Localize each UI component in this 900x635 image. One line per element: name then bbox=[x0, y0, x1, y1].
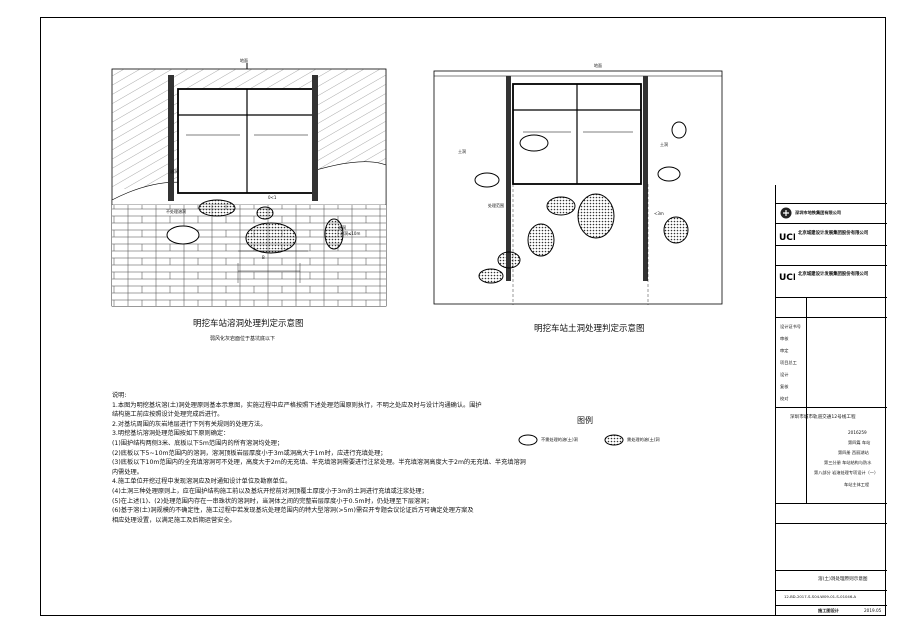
notes-line: (6)基于溶(土)洞规模的不确定性，施工过程中若发现基坑处理范围内的特大型溶洞(… bbox=[112, 507, 474, 515]
drawing-name: 溶(土)洞处理原则示意图 bbox=[818, 577, 868, 582]
part-name: 第四册 西丽湖站 bbox=[838, 450, 869, 455]
design-stage: 施工图设计 bbox=[818, 608, 839, 613]
right-label-l3: 处理范围 bbox=[488, 203, 504, 208]
notes-line: 相应处理设置，以满足施工及后期运营安全。 bbox=[112, 516, 236, 524]
field-label: 复核 bbox=[780, 384, 789, 389]
date-code: 2016259 bbox=[848, 430, 867, 435]
left-section-diagram bbox=[111, 63, 387, 307]
drawing-date: 2019.05 bbox=[864, 608, 882, 613]
notes-line: (3)底板以下10m范围内的全充填溶洞可不处理，高度大于2m的无充填、半充填溶洞… bbox=[112, 459, 526, 467]
drawing-number: 12-BD-2017-S-S04-W09-01-S-01046-A bbox=[784, 594, 857, 599]
title-block: 深圳市地铁集团有限公司 UCD 北京城建设计发展集团股份有限公司 UCD 北京城… bbox=[775, 185, 887, 616]
notes-line: 4.施工单位开挖过程中发现溶洞应及时通知设计单位及勘察单位。 bbox=[112, 478, 292, 486]
notes-line: (5)在上述(1)、(2)处理范围内存在一串珠状的溶洞时，当洞体之间的完整岩层厚… bbox=[112, 497, 433, 505]
left-label-d: 0<1 bbox=[268, 195, 277, 200]
project-name: 深圳市城市轨道交通12号线工程 bbox=[790, 415, 856, 420]
field-label: 审核 bbox=[780, 336, 789, 341]
right-ground-label: 地面 bbox=[594, 63, 602, 68]
left-drawing-subtitle: 弱风化灰岩面位于基坑底以下 bbox=[210, 336, 276, 342]
left-drawing-title: 明挖车站溶洞处理判定示意图 bbox=[193, 319, 304, 329]
notes-line: 内需处理。 bbox=[112, 468, 143, 476]
field-label: 设计证书号 bbox=[780, 324, 801, 329]
left-label-cave: 不处理溶洞 bbox=[166, 209, 186, 214]
field-label: 审定 bbox=[780, 348, 789, 353]
legend-item-1: 不需处理的溶(土)洞 bbox=[541, 437, 578, 442]
ucd-logo-icon: UCD bbox=[779, 233, 795, 241]
drawing-frame bbox=[40, 17, 886, 616]
section-name: 第四篇 车站 bbox=[848, 440, 871, 445]
right-label-r2: <3m bbox=[654, 211, 664, 216]
notes-line: 结构施工前应按照设计处理完成后进行。 bbox=[112, 411, 224, 419]
designer-company: 北京城建设计发展集团股份有限公司 bbox=[798, 231, 869, 236]
right-section-diagram bbox=[433, 70, 723, 305]
left-ground-label: 地面 bbox=[240, 58, 248, 63]
field-label: 校对 bbox=[780, 396, 789, 401]
left-label-r1: 溶洞 bbox=[338, 225, 346, 230]
design-notes: 说明: 1.本图为明挖基坑溶(土)洞处理原则基本示意图，实施过程中应严格按照下述… bbox=[112, 391, 732, 525]
right-label-l1: 土洞 bbox=[458, 149, 466, 154]
client-company: 深圳市地铁集团有限公司 bbox=[795, 210, 842, 215]
legend-title: 图例 bbox=[577, 416, 593, 425]
field-label: 项目总工 bbox=[780, 360, 797, 365]
right-label-r1: 土洞 bbox=[660, 142, 668, 147]
legend-filled-cave-icon bbox=[604, 434, 624, 446]
spec-name: 车站主体工程 bbox=[844, 482, 870, 487]
designer-company-2: 北京城建设计发展集团股份有限公司 bbox=[798, 272, 869, 277]
left-label-e1: 溶洞 bbox=[170, 169, 178, 174]
notes-line: (2)底板以下5~10m范围内的溶洞，溶洞顶板岩层厚度小于3m或洞高大于1m时，… bbox=[112, 449, 387, 457]
legend-item-2: 需处理的溶(土)洞 bbox=[627, 437, 660, 442]
right-drawing-title: 明挖车站土洞处理判定示意图 bbox=[534, 324, 645, 334]
svg-text:UCD: UCD bbox=[779, 233, 795, 241]
svg-text:UCD: UCD bbox=[779, 273, 795, 281]
field-label: 设计 bbox=[780, 372, 789, 377]
sub-part-name: 第八部分 岩溶处理专项设计（一） bbox=[814, 470, 879, 475]
notes-line: 3.明挖基坑溶洞处理范围按如下原则确定： bbox=[112, 430, 230, 438]
left-label-dim-bot: B bbox=[262, 255, 265, 260]
legend-empty-cave-icon bbox=[518, 434, 538, 446]
chapter-name: 第三分册 车站结构与防水 bbox=[824, 460, 872, 465]
left-label-r3: 溶洞≤10m bbox=[340, 231, 361, 236]
notes-line: (4)土洞三种处理原则上，应在围护结构施工前以及基坑开挖前对洞顶覆土厚度小于3m… bbox=[112, 487, 428, 495]
notes-line: 2.对基坑周围的灰岩地层进行下列有关规则的处理方法。 bbox=[112, 420, 267, 428]
ucd-logo-icon-2: UCD bbox=[779, 273, 795, 281]
notes-line: 1.本图为明挖基坑溶(土)洞处理原则基本示意图，实施过程中应严格按照下述处理范围… bbox=[112, 401, 482, 409]
notes-line: (1)围护结构两侧3米、底板以下5m范围内的所有溶洞均处理； bbox=[112, 439, 284, 447]
metro-logo-icon bbox=[780, 207, 792, 219]
notes-heading: 说明: bbox=[112, 392, 127, 399]
